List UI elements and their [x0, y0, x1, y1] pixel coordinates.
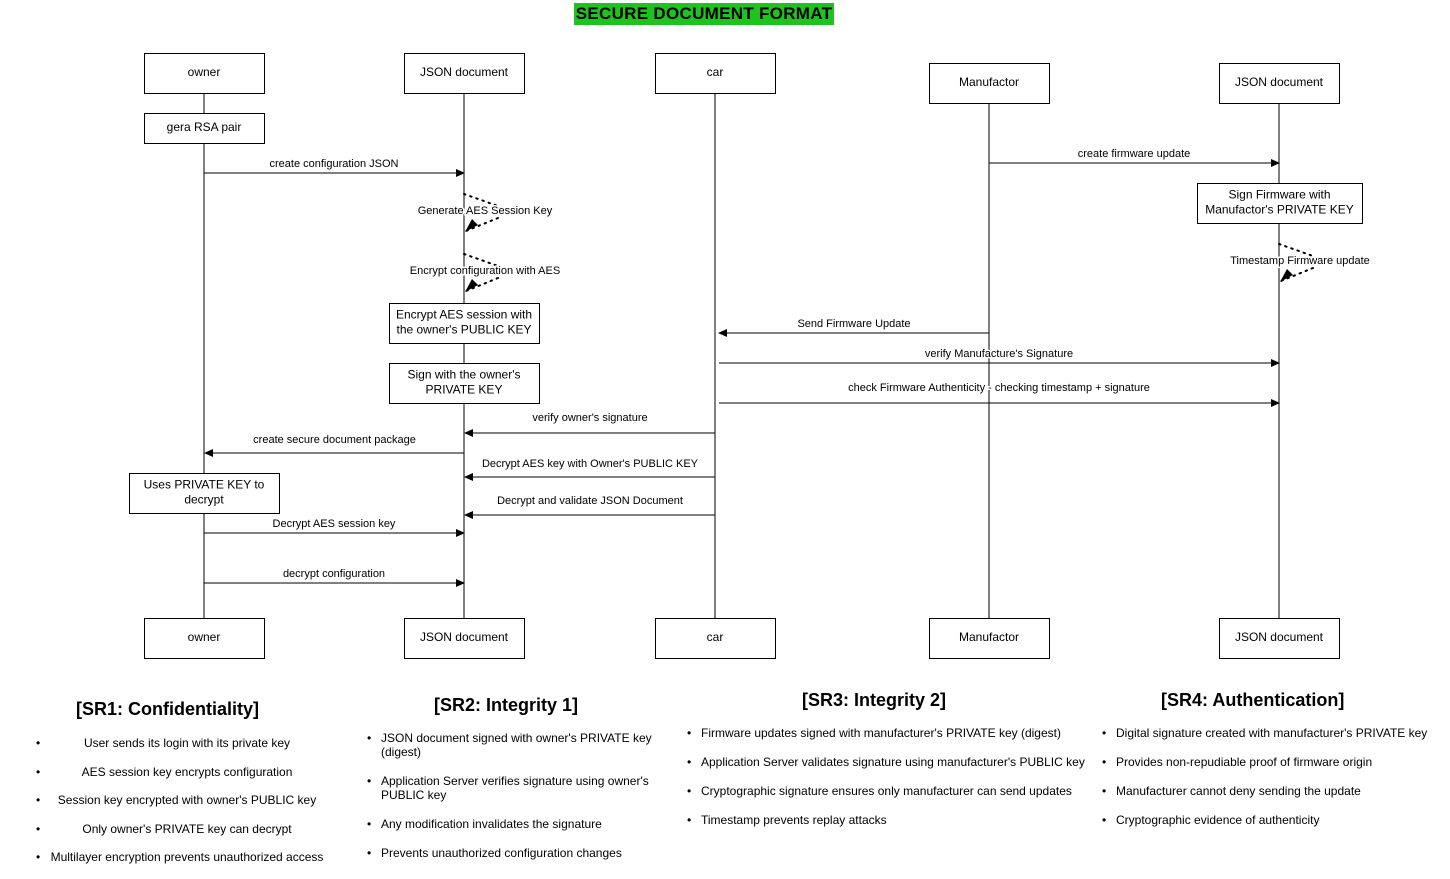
activity-box-sign-owner [389, 363, 540, 404]
message-label: Send Firmware Update [797, 318, 910, 330]
participant-label-car: car [707, 630, 724, 644]
message-label: check Firmware Authenticity - checking t… [848, 382, 1150, 394]
sr1-item: Only owner's PRIVATE key can decrypt [36, 822, 324, 851]
message-label: Decrypt AES key with Owner's PUBLIC KEY [482, 458, 699, 470]
activity-label-sign-firmware: Sign Firmware with [1228, 188, 1330, 202]
message-label: verify Manufacture's Signature [925, 348, 1073, 360]
sr1-item: Multilayer encryption prevents unauthori… [36, 850, 324, 879]
participant-label-json1: JSON document [420, 630, 509, 644]
activity-label-uses-private-key: decrypt [184, 493, 224, 507]
participant-box-bottom-car [655, 618, 776, 659]
activity-label-gera-rsa: gera RSA pair [167, 120, 242, 134]
activity-label-uses-private-key: Uses PRIVATE KEY to [144, 478, 265, 492]
sr3-list: Firmware updates signed with manufacture… [687, 726, 1101, 827]
sr3-item: Application Server validates signature u… [687, 755, 1101, 769]
arrowhead [1280, 269, 1293, 282]
participant-label-json1: JSON document [420, 65, 509, 79]
activity-label-sign-owner: PRIVATE KEY [426, 383, 503, 397]
activity-label-encrypt-aes-session: Encrypt AES session with [396, 308, 532, 322]
diagram-title: SECURE DOCUMENT FORMAT [573, 3, 835, 25]
participant-box-top-json2 [1219, 63, 1340, 104]
participant-label-json2: JSON document [1235, 630, 1324, 644]
message-label: Decrypt AES session key [273, 518, 396, 530]
participant-box-top-manufactor [929, 63, 1050, 104]
message-label: verify owner's signature [532, 412, 647, 424]
activity-label-sign-owner: Sign with the owner's [407, 368, 520, 382]
message-label: create secure document package [253, 434, 416, 446]
participant-label-json2: JSON document [1235, 75, 1324, 89]
sr2-item: Application Server verifies signature us… [367, 774, 661, 802]
sr1-list: User sends its login with its private ke… [36, 736, 324, 879]
participant-box-top-car [655, 53, 776, 94]
message-label: Generate AES Session Key [418, 205, 553, 217]
participant-label-owner: owner [188, 630, 221, 644]
message-label: Encrypt configuration with AES [410, 265, 560, 277]
arrowhead [465, 219, 478, 232]
participant-label-car: car [707, 65, 724, 79]
self-message-arrow-enc-config [463, 253, 499, 292]
sr1-item: User sends its login with its private ke… [36, 736, 324, 765]
participant-box-bottom-json1 [404, 618, 525, 659]
activity-box-sign-firmware [1197, 183, 1363, 224]
participant-label-manufactor: Manufactor [959, 630, 1019, 644]
participant-box-bottom-manufactor [929, 618, 1050, 659]
sr2-item: JSON document signed with owner's PRIVAT… [367, 731, 661, 759]
sr2-item: Prevents unauthorized configuration chan… [367, 846, 661, 860]
sr4-item: Provides non-repudiable proof of firmwar… [1102, 755, 1446, 769]
sr1-item: AES session key encrypts configuration [36, 765, 324, 794]
participant-label-manufactor: Manufactor [959, 75, 1019, 89]
sr4-item: Manufacturer cannot deny sending the upd… [1102, 784, 1446, 798]
message-label: create firmware update [1078, 148, 1191, 160]
sr1-title: [SR1: Confidentiality] [76, 699, 259, 719]
sr4-item: Cryptographic evidence of authenticity [1102, 813, 1446, 827]
self-message-arrow-timestamp-fw [1278, 243, 1314, 282]
sr3-title: [SR3: Integrity 2] [802, 690, 947, 710]
self-message-arrow-gen-aes [463, 193, 499, 232]
activity-box-uses-private-key [129, 473, 280, 514]
activity-label-encrypt-aes-session: the owner's PUBLIC KEY [396, 323, 531, 337]
participant-box-top-json1 [404, 53, 525, 94]
message-label: decrypt configuration [283, 568, 385, 580]
participant-box-top-owner [144, 53, 265, 94]
message-label: Decrypt and validate JSON Document [497, 495, 683, 507]
activity-box-encrypt-aes-session [389, 303, 540, 344]
sr1-item: Session key encrypted with owner's PUBLI… [36, 793, 324, 822]
sr2-list: JSON document signed with owner's PRIVAT… [367, 731, 661, 860]
sr2-item: Any modification invalidates the signatu… [367, 817, 661, 831]
activity-box-gera-rsa [144, 113, 265, 144]
participant-box-bottom-owner [144, 618, 265, 659]
message-label: create configuration JSON [269, 158, 398, 170]
sr2-title: [SR2: Integrity 1] [434, 695, 579, 715]
sr3-item: Timestamp prevents replay attacks [687, 813, 1101, 827]
sr4-item: Digital signature created with manufactu… [1102, 726, 1446, 740]
arrowhead [465, 279, 478, 292]
sr3-item: Cryptographic signature ensures only man… [687, 784, 1101, 798]
participant-label-owner: owner [188, 65, 221, 79]
sr4-title: [SR4: Authentication] [1161, 690, 1345, 710]
sr3-item: Firmware updates signed with manufacture… [687, 726, 1101, 740]
participant-box-bottom-json2 [1219, 618, 1340, 659]
activity-label-sign-firmware: Manufactor's PRIVATE KEY [1205, 203, 1354, 217]
message-label: Timestamp Firmware update [1230, 255, 1370, 267]
sr4-list: Digital signature created with manufactu… [1102, 726, 1446, 827]
